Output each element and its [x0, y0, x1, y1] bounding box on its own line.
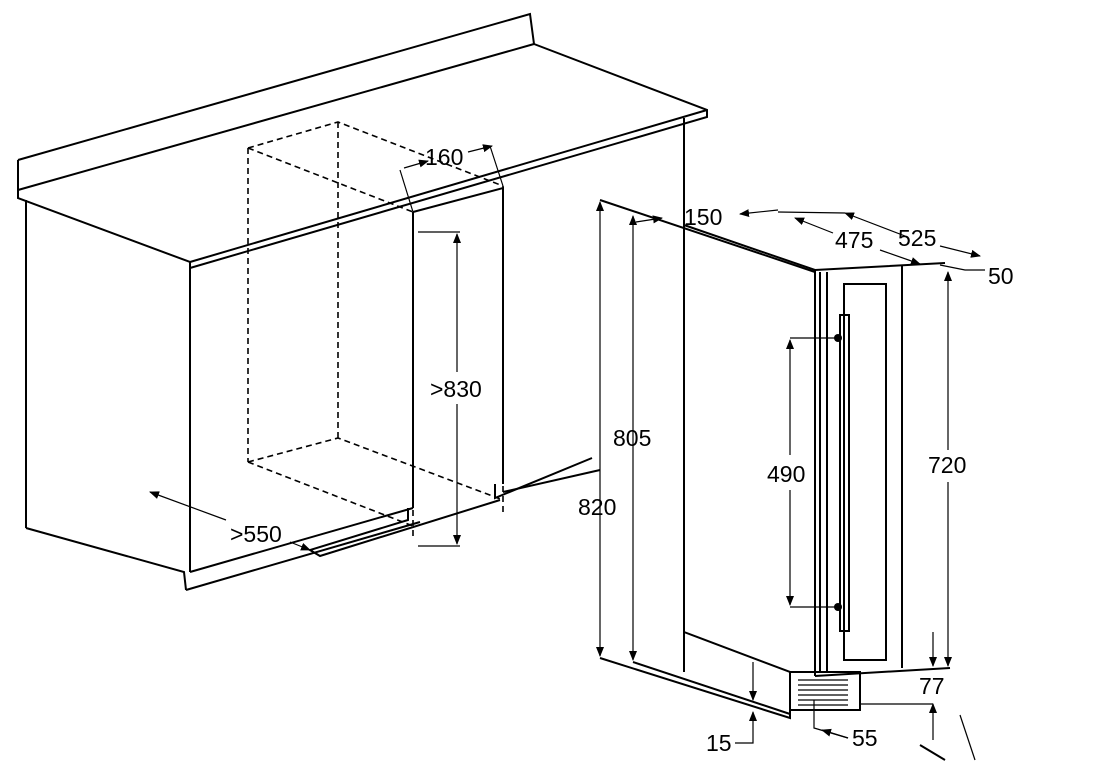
label-830: >830 [430, 376, 482, 402]
dimension-550 [149, 491, 311, 551]
dimension-160 [399, 144, 504, 213]
dimension-830 [418, 231, 461, 547]
kitchen-cabinet [17, 12, 708, 591]
label-720: 720 [928, 452, 966, 478]
label-77: 77 [919, 673, 945, 699]
label-150: 150 [684, 204, 722, 230]
label-160: 160 [425, 144, 463, 170]
label-490: 490 [767, 461, 805, 487]
label-15: 15 [706, 730, 732, 756]
appliance-dimension-lines [596, 201, 985, 744]
label-50: 50 [988, 263, 1014, 289]
vent-grille [798, 679, 848, 706]
label-805: 805 [613, 425, 651, 451]
wine-cooler [599, 142, 976, 761]
label-525: 525 [898, 225, 936, 251]
label-820: 820 [578, 494, 616, 520]
label-55: 55 [852, 725, 878, 751]
label-550: >550 [230, 521, 282, 547]
niche-outline [247, 121, 601, 558]
label-475: 475 [835, 227, 873, 253]
